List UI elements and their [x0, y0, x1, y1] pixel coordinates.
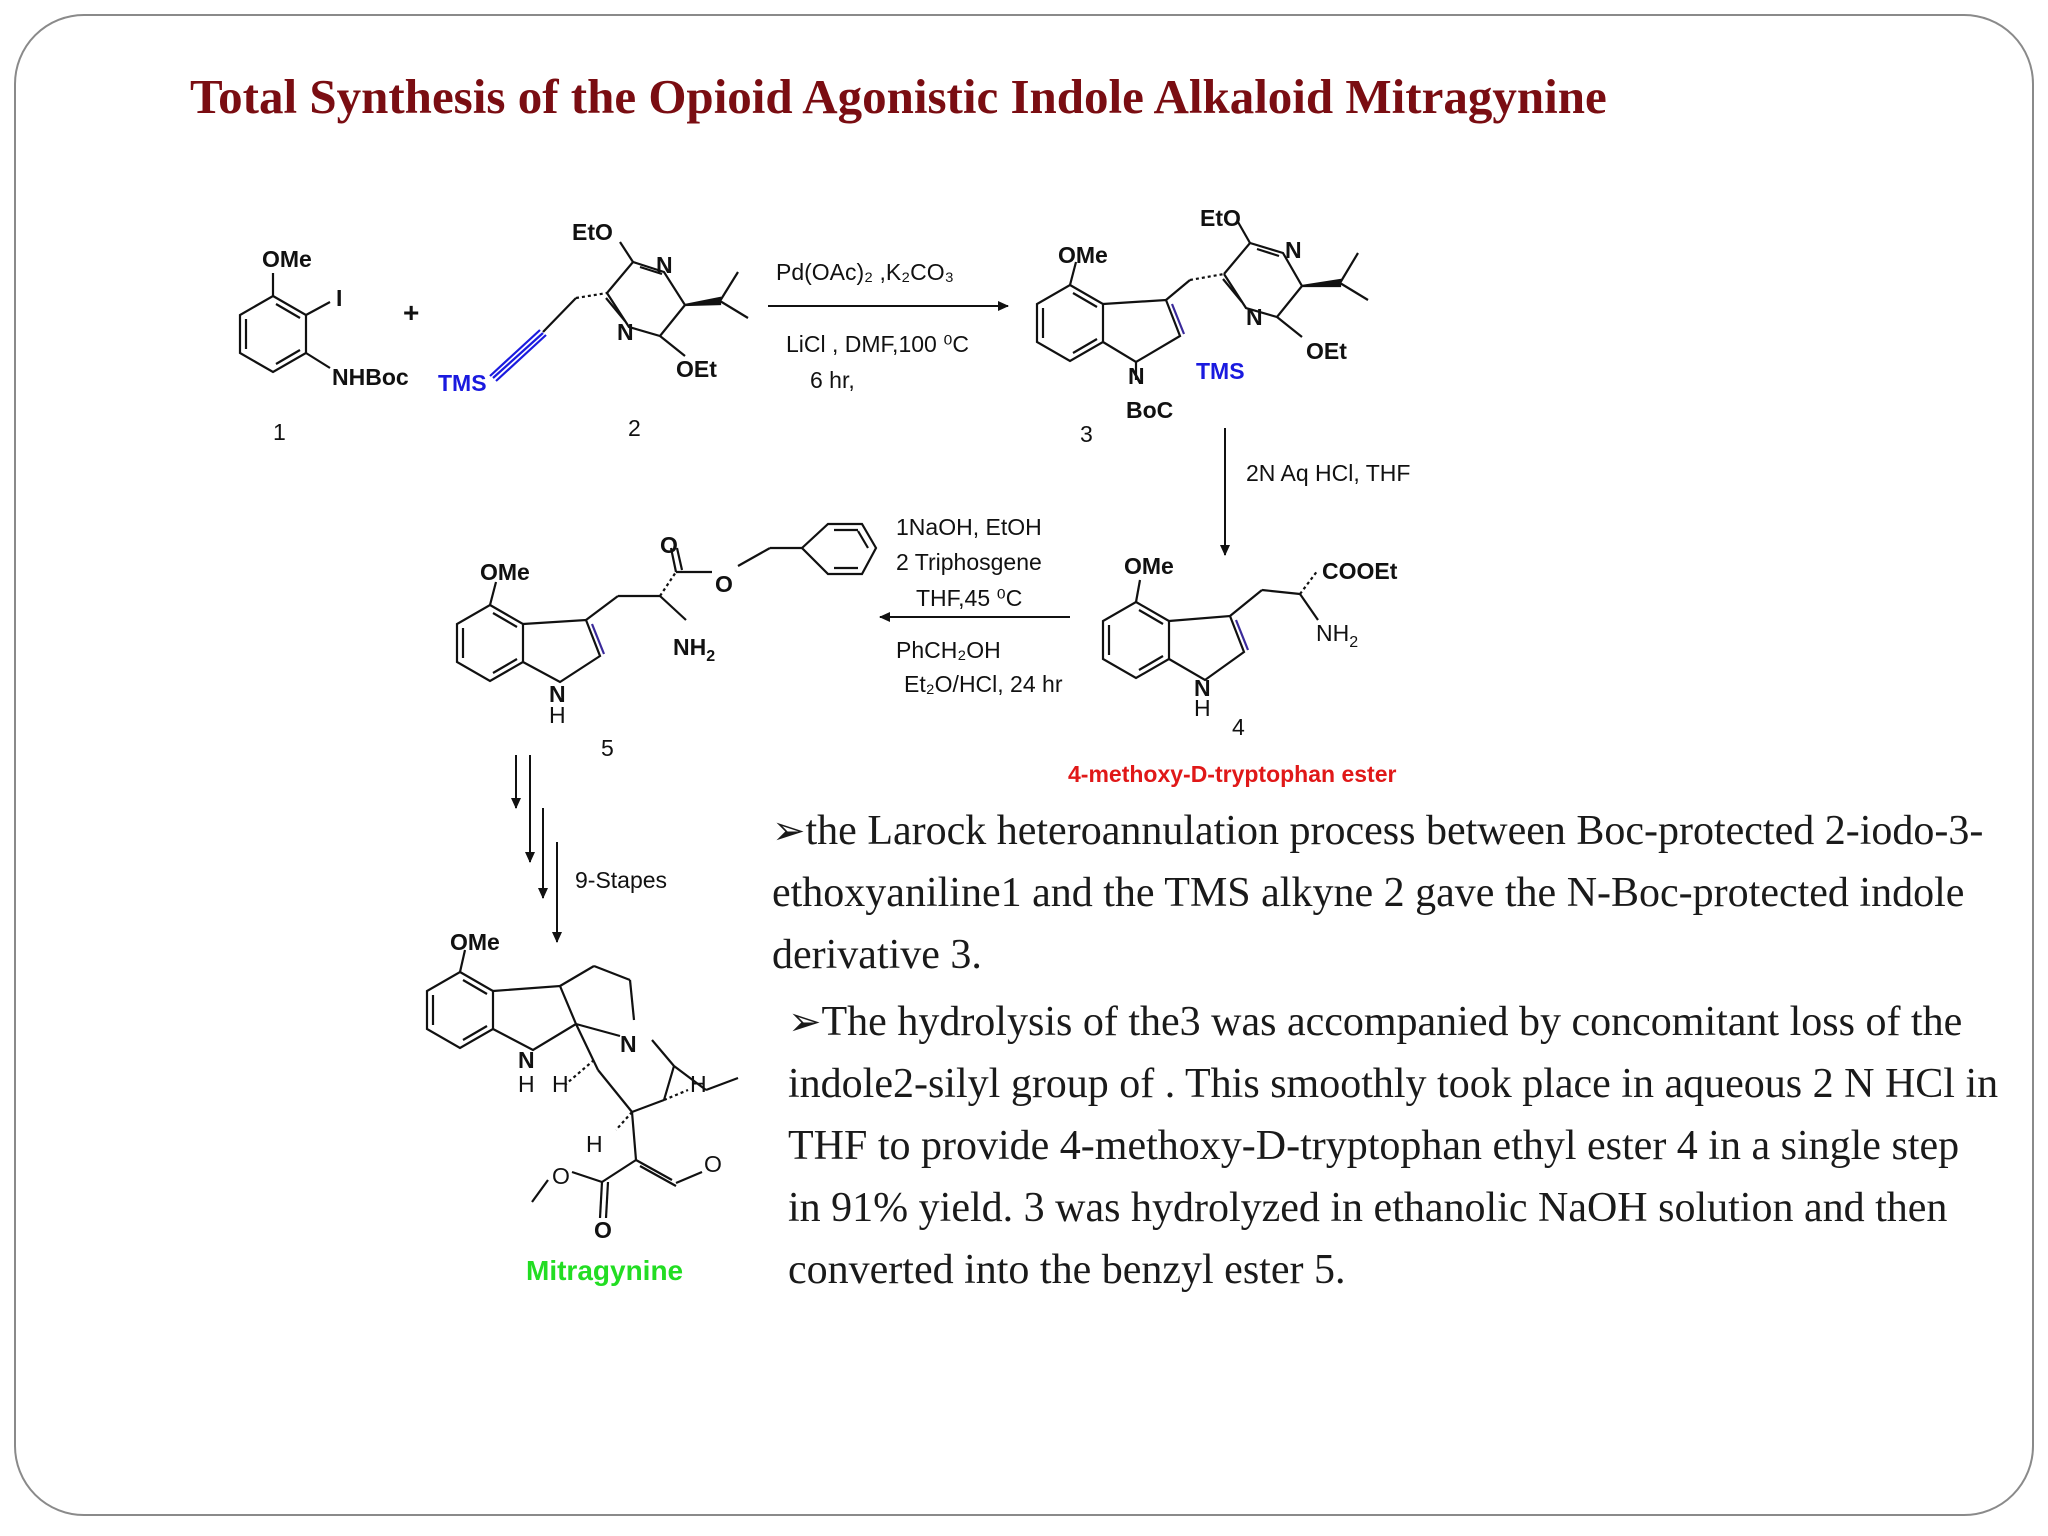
c5-nh2-label: NH2	[673, 634, 715, 665]
compound-2	[489, 241, 749, 382]
c5-ester-o-label: O	[715, 571, 733, 597]
c3-n2-label: N	[1246, 304, 1263, 330]
slide-title: Total Synthesis of the Opioid Agonistic …	[190, 69, 1607, 124]
m-ome-label: OMe	[450, 929, 500, 955]
m-indole-n-label: N	[518, 1047, 535, 1073]
bullet-text: The hydrolysis of the3 was accompanied b…	[788, 999, 1999, 1293]
c1-number: 1	[273, 419, 286, 445]
c4-nh2-label: NH2	[1316, 620, 1358, 651]
c3-tms-label: TMS	[1196, 358, 1245, 384]
step3-reagent-line3: THF,45 ⁰C	[916, 585, 1022, 611]
c4-cooet-label: COOEt	[1322, 558, 1398, 584]
c1-ome-label: OMe	[262, 246, 312, 272]
compound-1	[238, 273, 331, 374]
step4-label: 9-Stapes	[575, 867, 667, 893]
c4-number: 4	[1232, 714, 1245, 740]
c3-number: 3	[1080, 421, 1093, 447]
m-o2-label: O	[552, 1163, 570, 1189]
bullet-list: ➢the Larock heteroannulation process bet…	[772, 800, 2002, 1301]
c2-oet-label: OEt	[676, 356, 717, 382]
m-h1-label: H	[518, 1071, 535, 1097]
c2-n2-label: N	[617, 319, 634, 345]
c3-n1-label: N	[1285, 237, 1302, 263]
c2-eto-label: EtO	[572, 219, 613, 245]
step3-reagent-line2: 2 Triphosgene	[896, 549, 1042, 575]
c5-number: 5	[601, 735, 614, 761]
step3-reagent-line5: Et₂O/HCl, 24 hr	[904, 671, 1063, 697]
m-o1-label: O	[704, 1151, 722, 1177]
compound-5	[455, 522, 878, 684]
compound-3	[1035, 221, 1369, 380]
step3-reagent-line1: 1NaOH, EtOH	[896, 514, 1042, 540]
c5-ome-label: OMe	[480, 559, 530, 585]
step3-reagent-line4: PhCH₂OH	[896, 637, 1001, 663]
step1-reagent-line3: 6 hr,	[810, 367, 855, 393]
step1-reagent-line1: Pd(OAc)₂ ,K₂CO₃	[776, 259, 954, 285]
m-amine-n-label: N	[620, 1031, 637, 1057]
c3-indole-n-label: N	[1128, 363, 1145, 389]
c3-ome-label: OMe	[1058, 242, 1108, 268]
c4-h-label: H	[1194, 695, 1211, 721]
m-h2-label: H	[552, 1071, 569, 1097]
c2-tms-label: TMS	[438, 370, 487, 396]
bullet-item: ➢the Larock heteroannulation process bet…	[772, 800, 2002, 986]
step2-reagent: 2N Aq HCl, THF	[1246, 460, 1410, 486]
m-name-label: Mitragynine	[526, 1255, 683, 1286]
c2-n1-label: N	[656, 252, 673, 278]
c3-eto-label: EtO	[1200, 205, 1241, 231]
m-o3-label: O	[594, 1217, 612, 1243]
c1-iodo-label: I	[336, 285, 342, 311]
c4-n-label: N	[1194, 675, 1211, 701]
bullet-text: the Larock heteroannulation process betw…	[772, 808, 1984, 978]
plus-sign: +	[403, 297, 419, 328]
c4-ome-label: OMe	[1124, 553, 1174, 579]
arrows-step4	[511, 755, 562, 943]
bullet-item: ➢The hydrolysis of the3 was accompanied …	[772, 991, 2002, 1301]
c3-boc-label: BoC	[1126, 397, 1173, 423]
c5-h-label: H	[549, 702, 566, 728]
c5-carbonyl-o-label: O	[660, 532, 678, 558]
c2-number: 2	[628, 415, 641, 441]
m-h3-label: H	[690, 1071, 707, 1097]
bullet-arrow-icon: ➢	[788, 999, 822, 1044]
c5-n-label: N	[549, 681, 566, 707]
c4-name-label: 4-methoxy-D-tryptophan ester	[1068, 761, 1396, 787]
compound-4	[1101, 569, 1319, 682]
c1-nhboc-label: NHBoc	[332, 364, 409, 390]
step1-reagent-line2: LiCl , DMF,100 ⁰C	[786, 331, 969, 357]
bullet-arrow-icon: ➢	[772, 808, 806, 853]
c3-oet-label: OEt	[1306, 338, 1347, 364]
mitragynine	[425, 949, 739, 1219]
m-h4-label: H	[586, 1131, 603, 1157]
slide-frame	[14, 14, 2034, 1516]
